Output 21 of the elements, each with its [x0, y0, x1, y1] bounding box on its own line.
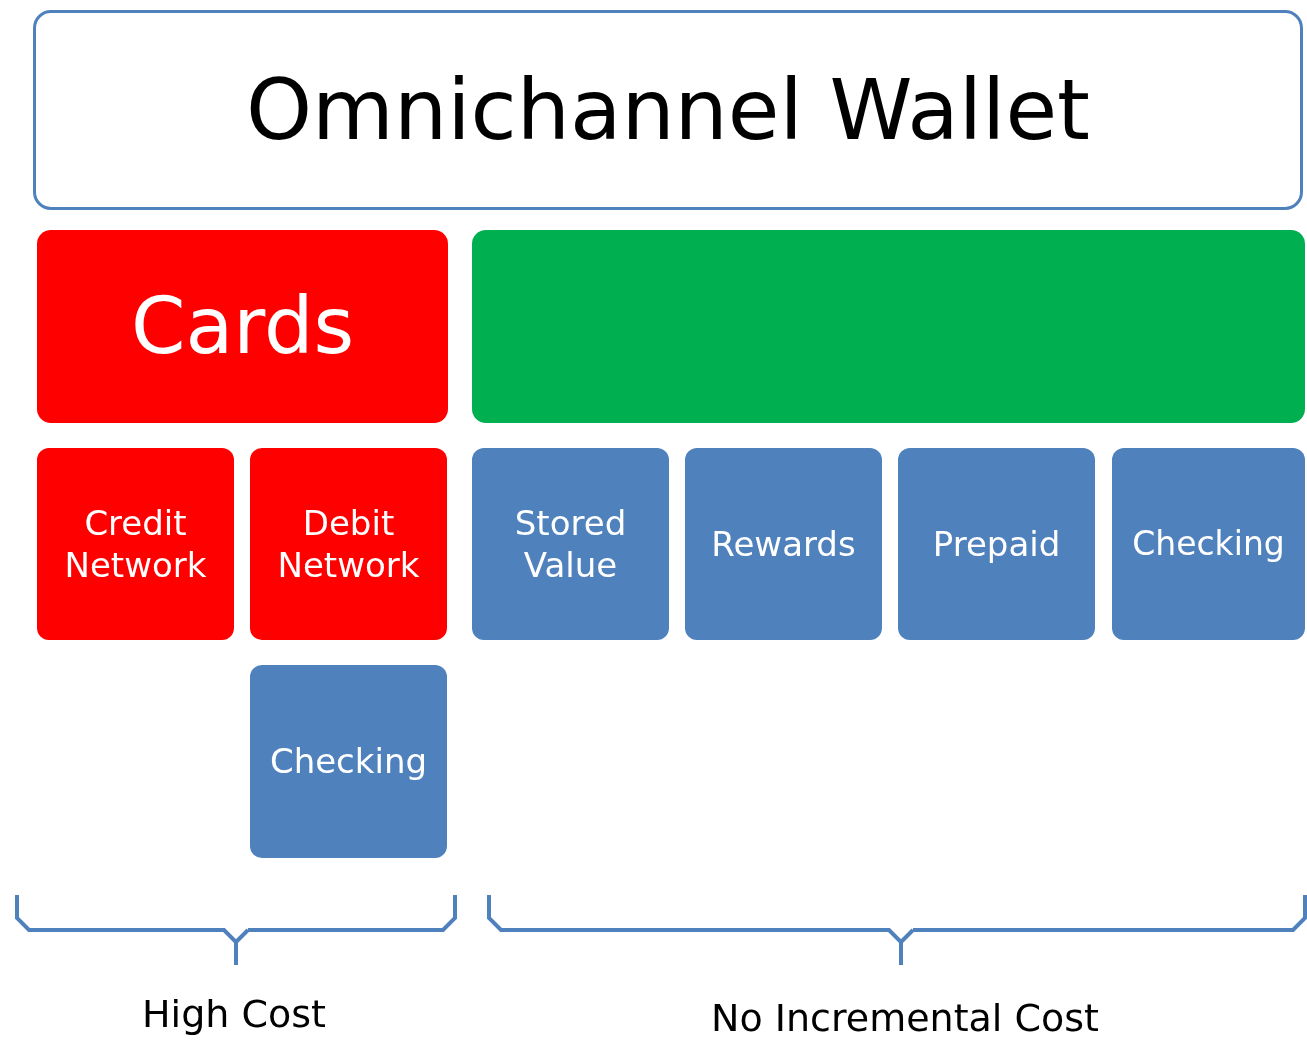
box-label: Checking: [269, 740, 428, 783]
category-box: [37, 230, 448, 423]
title-box: [33, 10, 1303, 210]
cost-label: High Cost: [142, 992, 326, 1036]
account-box: [472, 448, 669, 640]
box-label: Cards: [130, 279, 355, 373]
account-box: [685, 448, 882, 640]
account-box: [898, 448, 1095, 640]
box-label: Checking: [1132, 523, 1285, 565]
box-label: Prepaid: [932, 522, 1061, 566]
account-box: [1112, 448, 1305, 640]
box-label: Stored Value: [513, 501, 628, 587]
box-label: Omnichannel Wallet: [245, 59, 1091, 161]
network-box: [37, 448, 234, 640]
account-box: [250, 665, 447, 858]
box-label: Rewards: [711, 522, 856, 566]
network-box: [250, 448, 447, 640]
box-label: Debit Network: [276, 501, 421, 587]
cost-label: No Incremental Cost: [711, 996, 1099, 1040]
empty-box: [472, 230, 1305, 423]
box-label: Credit Network: [63, 501, 208, 587]
